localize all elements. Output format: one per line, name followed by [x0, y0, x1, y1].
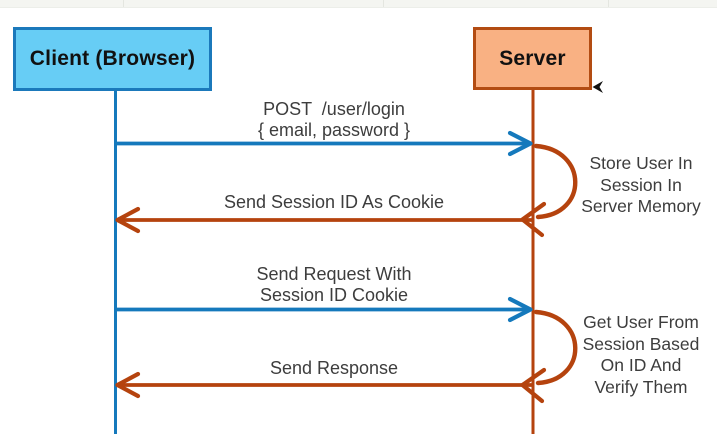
loop-label-get-user: Get User From Session Based On ID And Ve…: [570, 312, 712, 398]
actor-server-box: Server: [473, 27, 592, 90]
actor-client-box: Client (Browser): [13, 27, 212, 91]
mouse-pointer-icon: [592, 81, 603, 93]
loop-line: Session Based: [582, 333, 700, 354]
message-label-send-response: Send Response: [134, 358, 534, 379]
arrow-send-response: [115, 371, 533, 399]
loop-label-store-session: Store User In Session In Server Memory: [570, 153, 712, 218]
arrowhead-right-icon: [507, 130, 533, 157]
message-line: { email, password }: [257, 120, 411, 140]
arrow-send-session-cookie: [115, 206, 533, 234]
arrowhead-left-icon: [115, 206, 141, 234]
arrowhead-right-icon: [507, 296, 533, 323]
arrowhead-left-icon: [115, 371, 141, 399]
message-label-post-login: POST /user/login { email, password }: [134, 99, 534, 141]
loop-line: Store User In: [589, 153, 693, 173]
message-label-send-request: Send Request With Session ID Cookie: [134, 264, 534, 306]
message-line: Send Session ID As Cookie: [223, 192, 445, 212]
arrow-send-request: [117, 296, 533, 323]
loop-line: Get User From: [583, 312, 699, 332]
message-line: POST /user/login: [263, 99, 405, 119]
strip-divider: [123, 0, 124, 7]
actor-server-label: Server: [499, 46, 566, 70]
top-chrome-strip: [0, 0, 717, 8]
loop-line: Verify Them: [594, 376, 688, 397]
actor-client-label: Client (Browser): [29, 47, 196, 70]
message-line: Send Request With: [256, 264, 412, 284]
loop-line: Server Memory: [581, 196, 701, 216]
strip-divider: [383, 0, 384, 7]
strip-divider: [608, 0, 609, 7]
message-label-session-cookie: Send Session ID As Cookie: [134, 192, 534, 213]
loop-line: On ID And: [600, 355, 682, 375]
server-self-loop-get-user: [520, 309, 578, 404]
arrow-post-login: [117, 130, 533, 157]
loop-line: Session In: [600, 174, 682, 195]
message-line: Send Response: [269, 358, 399, 378]
message-line: Session ID Cookie: [259, 285, 409, 305]
